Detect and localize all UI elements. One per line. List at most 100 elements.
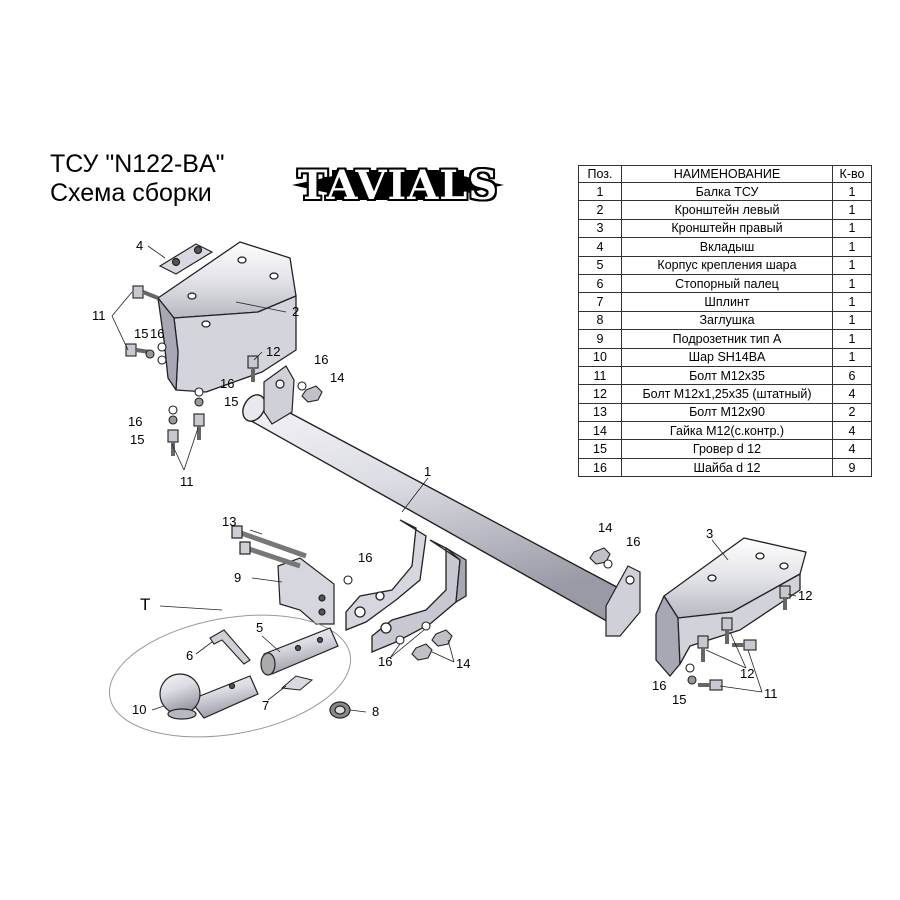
- bolt-12: [779, 585, 791, 599]
- callout-13: 13: [222, 514, 236, 529]
- bolt-12: [721, 617, 733, 631]
- cell-pos: 15: [578, 439, 622, 459]
- hitch-mount-plates: [345, 519, 467, 653]
- callout-8: 8: [372, 704, 379, 719]
- grover-15: [168, 415, 178, 425]
- callout-7: 7: [262, 698, 269, 713]
- callout-2: 2: [292, 304, 299, 319]
- callout-11: 11: [764, 686, 778, 701]
- callout-11: 11: [180, 474, 194, 489]
- cell-name: Заглушка: [621, 310, 833, 331]
- ball-mount-housing: [260, 627, 339, 676]
- callout-12: 12: [798, 588, 812, 603]
- right-bracket: [655, 537, 807, 677]
- beam-end-plate-right: [605, 565, 641, 637]
- callout-10: 10: [132, 702, 146, 717]
- bolt-12: [697, 635, 709, 649]
- washer-16: [685, 663, 695, 673]
- washer-16: [395, 635, 405, 645]
- nut-14: [431, 629, 453, 647]
- beam-end-plate-left: [263, 365, 295, 425]
- callout-12: 12: [266, 344, 280, 359]
- washer-16: [297, 381, 307, 391]
- washer-16: [421, 621, 431, 631]
- callout-16: 16: [128, 414, 142, 429]
- callout-16: 16: [626, 534, 640, 549]
- callout-16: 16: [652, 678, 666, 693]
- cell-pos: 13: [578, 402, 622, 423]
- callout-15: 15: [672, 692, 686, 707]
- washer-16: [603, 559, 613, 569]
- socket-plate: [277, 557, 335, 625]
- diagram-title: ТСУ "N122-BA" Схема сборки: [50, 150, 225, 208]
- logo-text: TAVIALS: [297, 161, 499, 209]
- grover-15: [145, 349, 155, 359]
- title-subtitle: Схема сборки: [50, 179, 212, 207]
- cotter-pin: [280, 675, 314, 691]
- tow-ball: [159, 673, 259, 720]
- washer-16: [194, 387, 204, 397]
- washer-16: [168, 405, 178, 415]
- bolt-shaft: [142, 290, 159, 300]
- callout-labels: 4 2 11 15 16 12 16 14 16 15 16 15 11 1 1…: [92, 238, 812, 719]
- brand-logo: TAVIALS: [292, 160, 504, 210]
- insert-plate: [158, 243, 214, 275]
- cell-qty: 1: [832, 329, 872, 349]
- washer-16: [157, 342, 167, 352]
- cell-name: Болт М12х1,25х35 (штатный): [621, 384, 833, 404]
- callout-1: 1: [424, 464, 431, 479]
- washer-16: [343, 575, 353, 585]
- callout-T: T: [140, 595, 150, 614]
- bolt-11: [167, 429, 179, 443]
- callout-15: 15: [224, 394, 238, 409]
- left-bracket: [157, 241, 297, 393]
- long-bolts: [231, 525, 307, 569]
- callout-14: 14: [330, 370, 344, 385]
- cap-plug: [329, 701, 351, 719]
- logo-emblem: [292, 170, 504, 200]
- ball-assembly-group: [108, 614, 352, 738]
- callout-14: 14: [598, 520, 612, 535]
- callout-16: 16: [150, 326, 164, 341]
- callout-16: 16: [358, 550, 372, 565]
- bolt-11: [125, 343, 137, 357]
- grover-15: [194, 397, 204, 407]
- washer-16: [157, 355, 167, 365]
- nut-14: [301, 385, 323, 403]
- bolt-11: [709, 679, 723, 691]
- callout-9: 9: [234, 570, 241, 585]
- title-model: ТСУ "N122-BA": [50, 150, 225, 178]
- bolt-11: [743, 639, 757, 651]
- callout-11: 11: [92, 308, 106, 323]
- cell-qty: 2: [832, 402, 872, 423]
- locking-pin: [209, 629, 251, 665]
- callout-15: 15: [134, 326, 148, 341]
- callout-4: 4: [136, 238, 143, 253]
- callout-14: 14: [456, 656, 470, 671]
- callout-6: 6: [186, 648, 193, 663]
- cell-name: Кронштейн левый: [621, 200, 833, 220]
- nuts-and-washers: [145, 342, 697, 685]
- cell-qty: 9: [832, 457, 872, 478]
- callout-16: 16: [378, 654, 392, 669]
- nut-14: [411, 643, 433, 661]
- fasteners: [125, 285, 791, 691]
- callout-16: 16: [220, 376, 234, 391]
- callout-3: 3: [706, 526, 713, 541]
- grover-15: [687, 675, 697, 685]
- bolt-11: [193, 413, 205, 427]
- cell-name: Гайка М12(с.контр.): [621, 421, 833, 441]
- callout-12: 12: [740, 666, 754, 681]
- cell-name: Корпус крепления шара: [621, 255, 833, 275]
